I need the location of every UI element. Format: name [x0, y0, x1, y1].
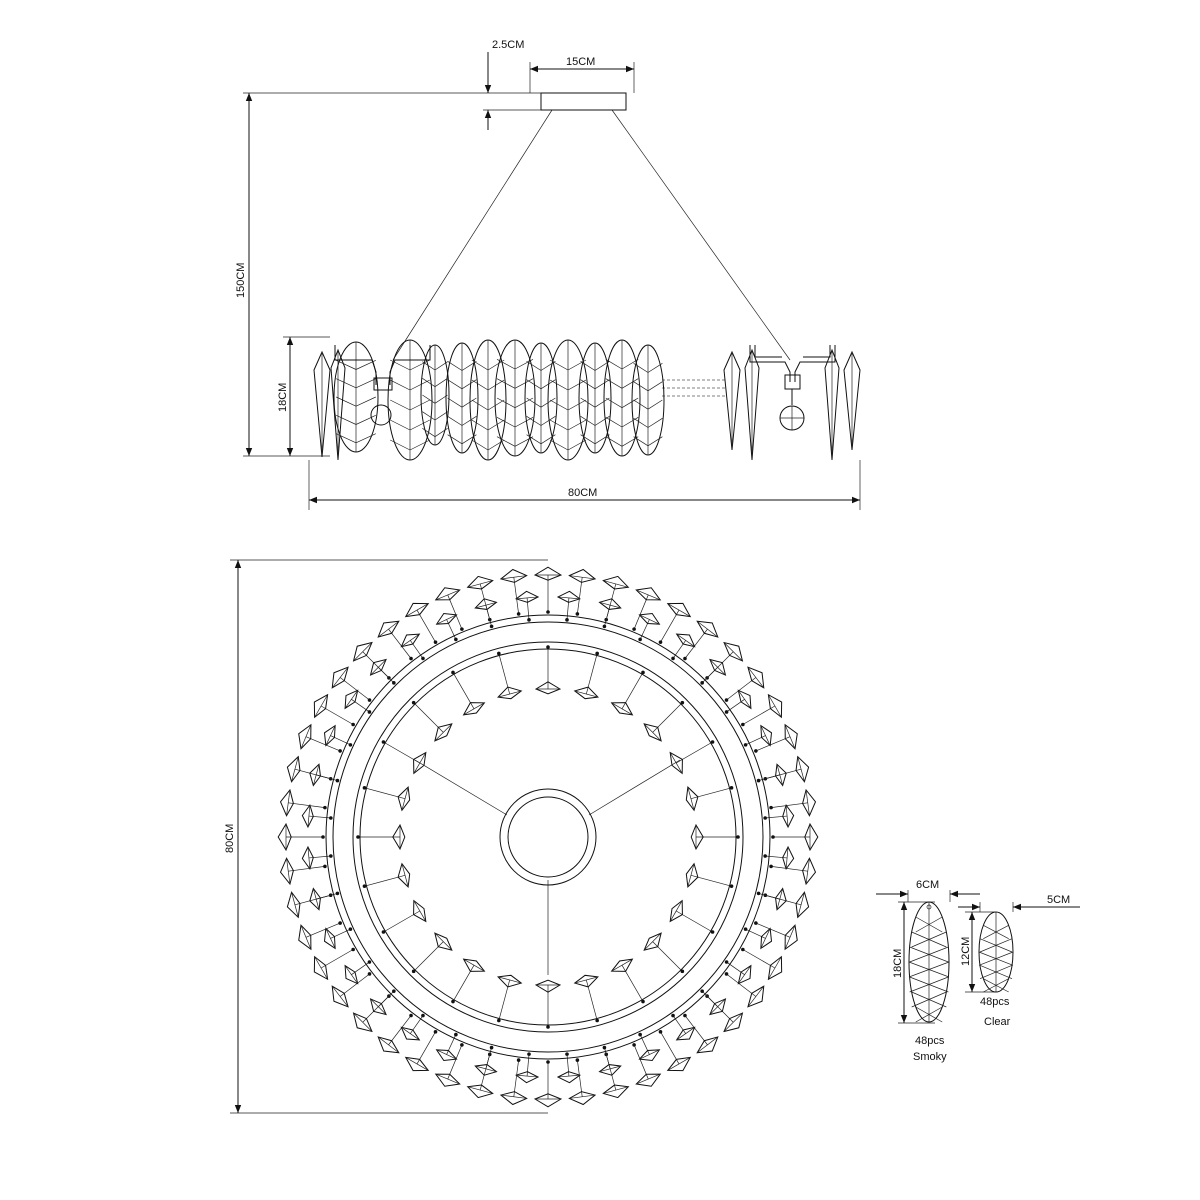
dimension-total-width: 80CM	[308, 460, 861, 510]
center-hub	[499, 788, 597, 886]
top-view-crystal-rings	[277, 566, 819, 1108]
dim-canopy-width-label: 15CM	[566, 56, 595, 68]
dim-canopy-height-label: 2.5CM	[492, 39, 524, 51]
dim-total-height-label: 150CM	[235, 263, 247, 298]
smoky-name-label: Smoky	[913, 1051, 947, 1063]
smoky-count-label: 48pcs	[915, 1035, 945, 1047]
clear-height-label: 12CM	[960, 937, 972, 966]
dim-total-width-label: 80CM	[568, 487, 597, 499]
side-view-crystals	[313, 339, 861, 461]
crystal-detail-clear: 5CM 12CM 48pcs Clear	[958, 894, 1080, 1028]
dim-diameter-label: 80CM	[224, 824, 236, 853]
outer-frame-ring	[325, 614, 771, 1060]
smoky-width-label: 6CM	[916, 879, 939, 891]
dim-body-height-label: 18CM	[277, 383, 289, 412]
dimension-total-height: 150CM	[235, 93, 330, 457]
cable-left	[392, 109, 553, 361]
dimension-canopy-width: 15CM	[530, 56, 634, 73]
side-view: 2.5CM 15CM 150CM 18CM 80CM	[235, 39, 861, 510]
dimension-canopy-height: 2.5CM	[484, 39, 524, 130]
dimension-body-height: 18CM	[277, 336, 330, 456]
spoke-2	[414, 759, 508, 816]
crystal-detail-smoky: 6CM 18CM 48pcs Smoky	[876, 879, 980, 1063]
clear-count-label: 48pcs	[980, 996, 1010, 1008]
spoke-3	[588, 759, 681, 816]
clear-width-label: 5CM	[1047, 894, 1070, 906]
dimension-diameter: 80CM	[224, 559, 548, 1114]
top-view: 80CM	[224, 559, 819, 1114]
clear-name-label: Clear	[984, 1016, 1011, 1028]
smoky-height-label: 18CM	[892, 949, 904, 978]
inner-frame-ring	[352, 641, 744, 1033]
canopy	[540, 92, 627, 111]
side-view-bracket-left	[334, 345, 431, 426]
cable-right	[611, 109, 791, 361]
side-view-bracket-right	[749, 345, 836, 431]
